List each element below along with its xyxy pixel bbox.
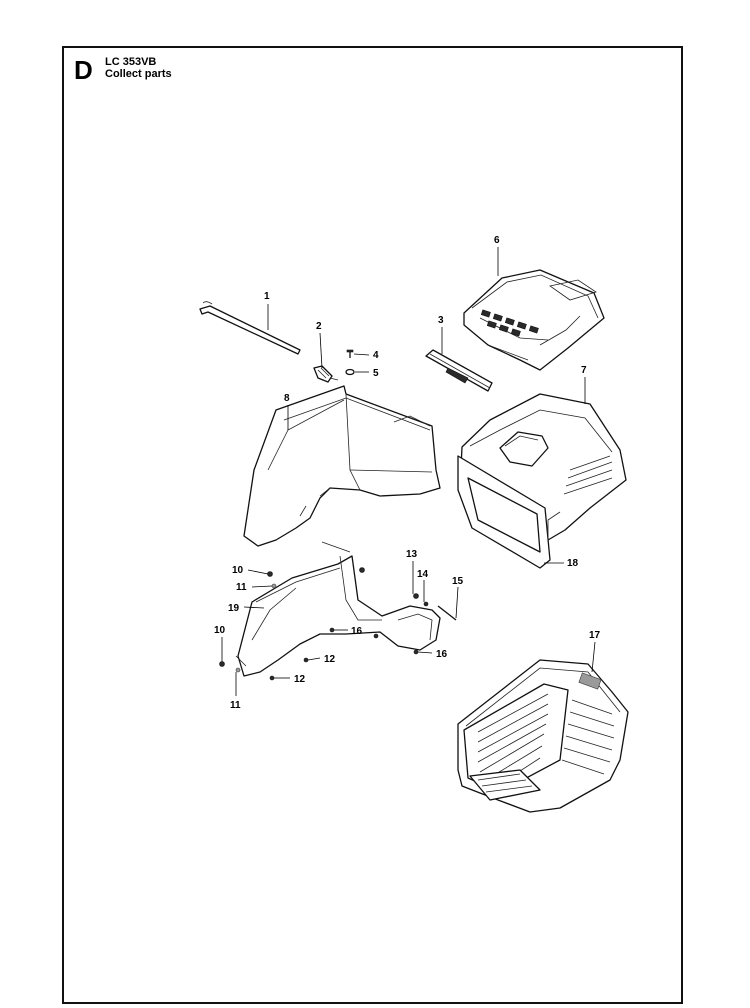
callout-19: 19 xyxy=(228,603,240,614)
part-rod xyxy=(199,301,301,355)
callout-6: 6 xyxy=(494,235,500,246)
callout-10-lower: 10 xyxy=(214,625,226,636)
model-name: LC 353VB xyxy=(105,56,157,68)
callout-8: 8 xyxy=(284,393,290,404)
section-letter: D xyxy=(74,55,93,85)
page-frame xyxy=(62,46,683,1004)
callout-11-upper: 11 xyxy=(236,582,247,593)
callout-13: 13 xyxy=(406,549,418,560)
callout-10-upper: 10 xyxy=(232,565,244,576)
callout-12-upper: 12 xyxy=(324,654,336,665)
part-bag-frame xyxy=(457,393,627,569)
part-grass-basket xyxy=(457,659,629,813)
callout-17: 17 xyxy=(589,630,601,641)
part-upper-chute xyxy=(243,385,441,547)
callout-18: 18 xyxy=(567,558,579,569)
callout-12-lower: 12 xyxy=(294,674,306,685)
callout-labels: 1 2 3 4 5 6 7 8 10 11 19 10 11 12 12 13 … xyxy=(214,235,601,711)
callout-5: 5 xyxy=(373,368,379,379)
part-lower-chute xyxy=(235,541,441,677)
section-subtitle: Collect parts xyxy=(105,68,172,80)
callout-4: 4 xyxy=(373,350,379,361)
basket-side-grille xyxy=(561,699,615,775)
part-handle-grip xyxy=(425,349,493,392)
part-spring xyxy=(313,365,339,383)
callout-15: 15 xyxy=(452,576,464,587)
callout-14: 14 xyxy=(417,569,429,580)
callout-1: 1 xyxy=(264,291,270,302)
part-screw-4 xyxy=(346,349,354,358)
callout-11-lower: 11 xyxy=(230,700,241,711)
callout-7: 7 xyxy=(581,365,587,376)
frame-ribs xyxy=(563,455,613,495)
part-washer-5 xyxy=(345,368,355,376)
callout-2: 2 xyxy=(316,321,322,332)
part-top-cover xyxy=(463,269,605,371)
cover-vents xyxy=(480,309,539,337)
callout-16-upper: 16 xyxy=(351,626,363,637)
callout-3: 3 xyxy=(438,315,444,326)
leader-lines xyxy=(221,247,596,696)
fasteners xyxy=(219,567,457,681)
callout-16-lower: 16 xyxy=(436,649,448,660)
